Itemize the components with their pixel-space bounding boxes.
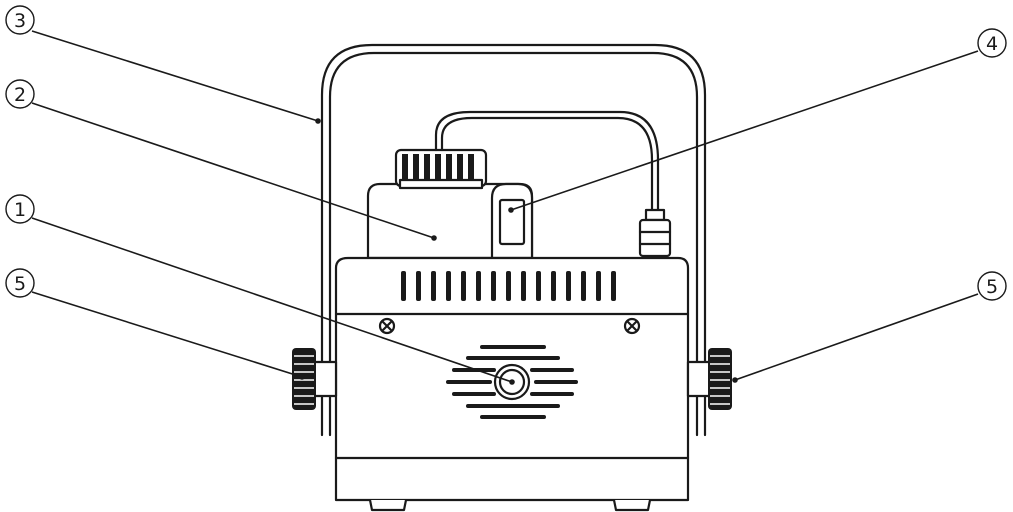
remote-cable bbox=[434, 110, 660, 214]
bracket-knob-right bbox=[686, 348, 732, 410]
leader-line-2 bbox=[31, 102, 437, 241]
svg-text:1: 1 bbox=[14, 199, 26, 221]
callout-5-right: 5 bbox=[977, 271, 1007, 301]
leader-line-1 bbox=[31, 217, 515, 385]
svg-text:3: 3 bbox=[14, 10, 26, 32]
svg-text:4: 4 bbox=[986, 33, 998, 55]
machine-feet bbox=[368, 499, 652, 512]
svg-text:2: 2 bbox=[14, 84, 26, 106]
svg-text:5: 5 bbox=[14, 273, 26, 295]
tank-cap bbox=[394, 148, 488, 190]
cable-connector bbox=[638, 208, 672, 258]
leader-line-5-left bbox=[31, 291, 305, 380]
leader-line-3 bbox=[31, 30, 321, 124]
svg-text:5: 5 bbox=[986, 276, 998, 298]
leader-line-5-right bbox=[732, 293, 979, 383]
housing-screw-right bbox=[623, 317, 641, 335]
callout-2: 2 bbox=[5, 79, 35, 109]
bracket-knob-left bbox=[292, 348, 338, 410]
callout-1: 1 bbox=[5, 194, 35, 224]
leader-line-4 bbox=[508, 50, 979, 213]
mounting-bracket bbox=[320, 43, 707, 437]
fluid-level-window bbox=[490, 182, 534, 260]
housing-screw-left bbox=[378, 317, 396, 335]
callout-4: 4 bbox=[977, 28, 1007, 58]
callout-5-left: 5 bbox=[5, 268, 35, 298]
fog-outlet-grille bbox=[446, 345, 578, 419]
callout-3: 3 bbox=[5, 5, 35, 35]
ventilation-slots bbox=[401, 271, 616, 301]
